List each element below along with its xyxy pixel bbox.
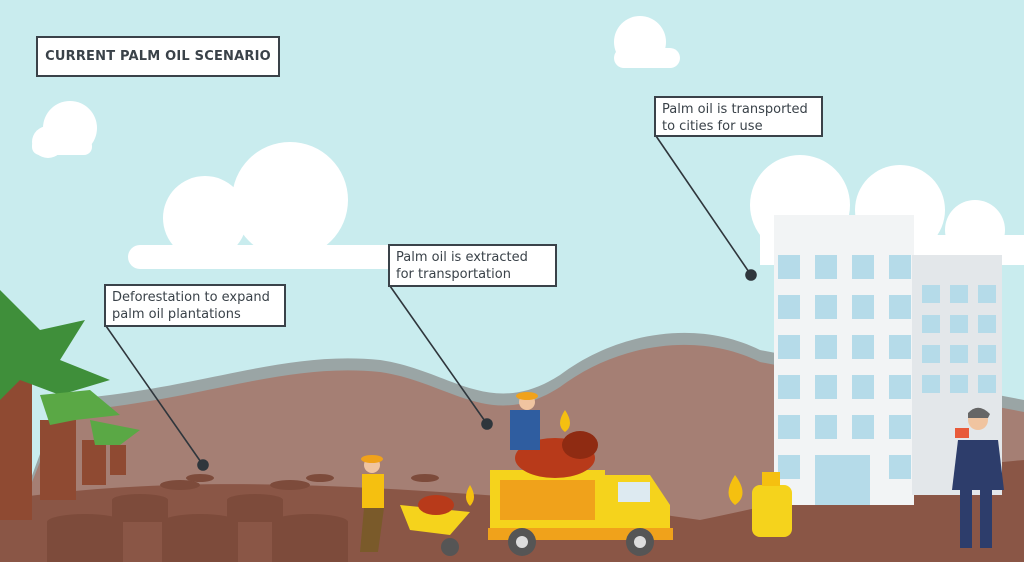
cloud-mid xyxy=(128,142,418,269)
oil-bottle xyxy=(728,472,792,537)
callout-text: Deforestation to expand xyxy=(112,290,270,305)
callout-transport: Palm oil is transported to cities for us… xyxy=(654,96,823,137)
palm-trees xyxy=(0,290,140,520)
cloud-small-left xyxy=(32,101,97,158)
tree-stumps xyxy=(47,474,439,562)
businessman xyxy=(952,407,1004,548)
marker-dot xyxy=(481,418,493,430)
dump-truck xyxy=(488,410,673,556)
callout-deforestation: Deforestation to expand palm oil plantat… xyxy=(104,284,286,327)
marker-dot xyxy=(745,269,757,281)
truck-worker xyxy=(510,392,540,450)
callout-text: Palm oil is extracted xyxy=(396,250,528,265)
callout-text: to cities for use xyxy=(662,119,763,134)
callout-text: for transportation xyxy=(396,267,511,282)
wheelbarrow-worker xyxy=(360,455,474,556)
callout-text: palm oil plantations xyxy=(112,307,241,322)
cloud-top xyxy=(614,16,680,68)
callout-extraction: Palm oil is extracted for transportation xyxy=(388,244,557,287)
page-title: CURRENT PALM OIL SCENARIO xyxy=(36,36,280,77)
callout-text: Palm oil is transported xyxy=(662,102,808,117)
marker-dot xyxy=(197,459,209,471)
callout-connectors xyxy=(105,135,757,471)
building xyxy=(774,215,1002,505)
clouds xyxy=(32,16,1024,269)
